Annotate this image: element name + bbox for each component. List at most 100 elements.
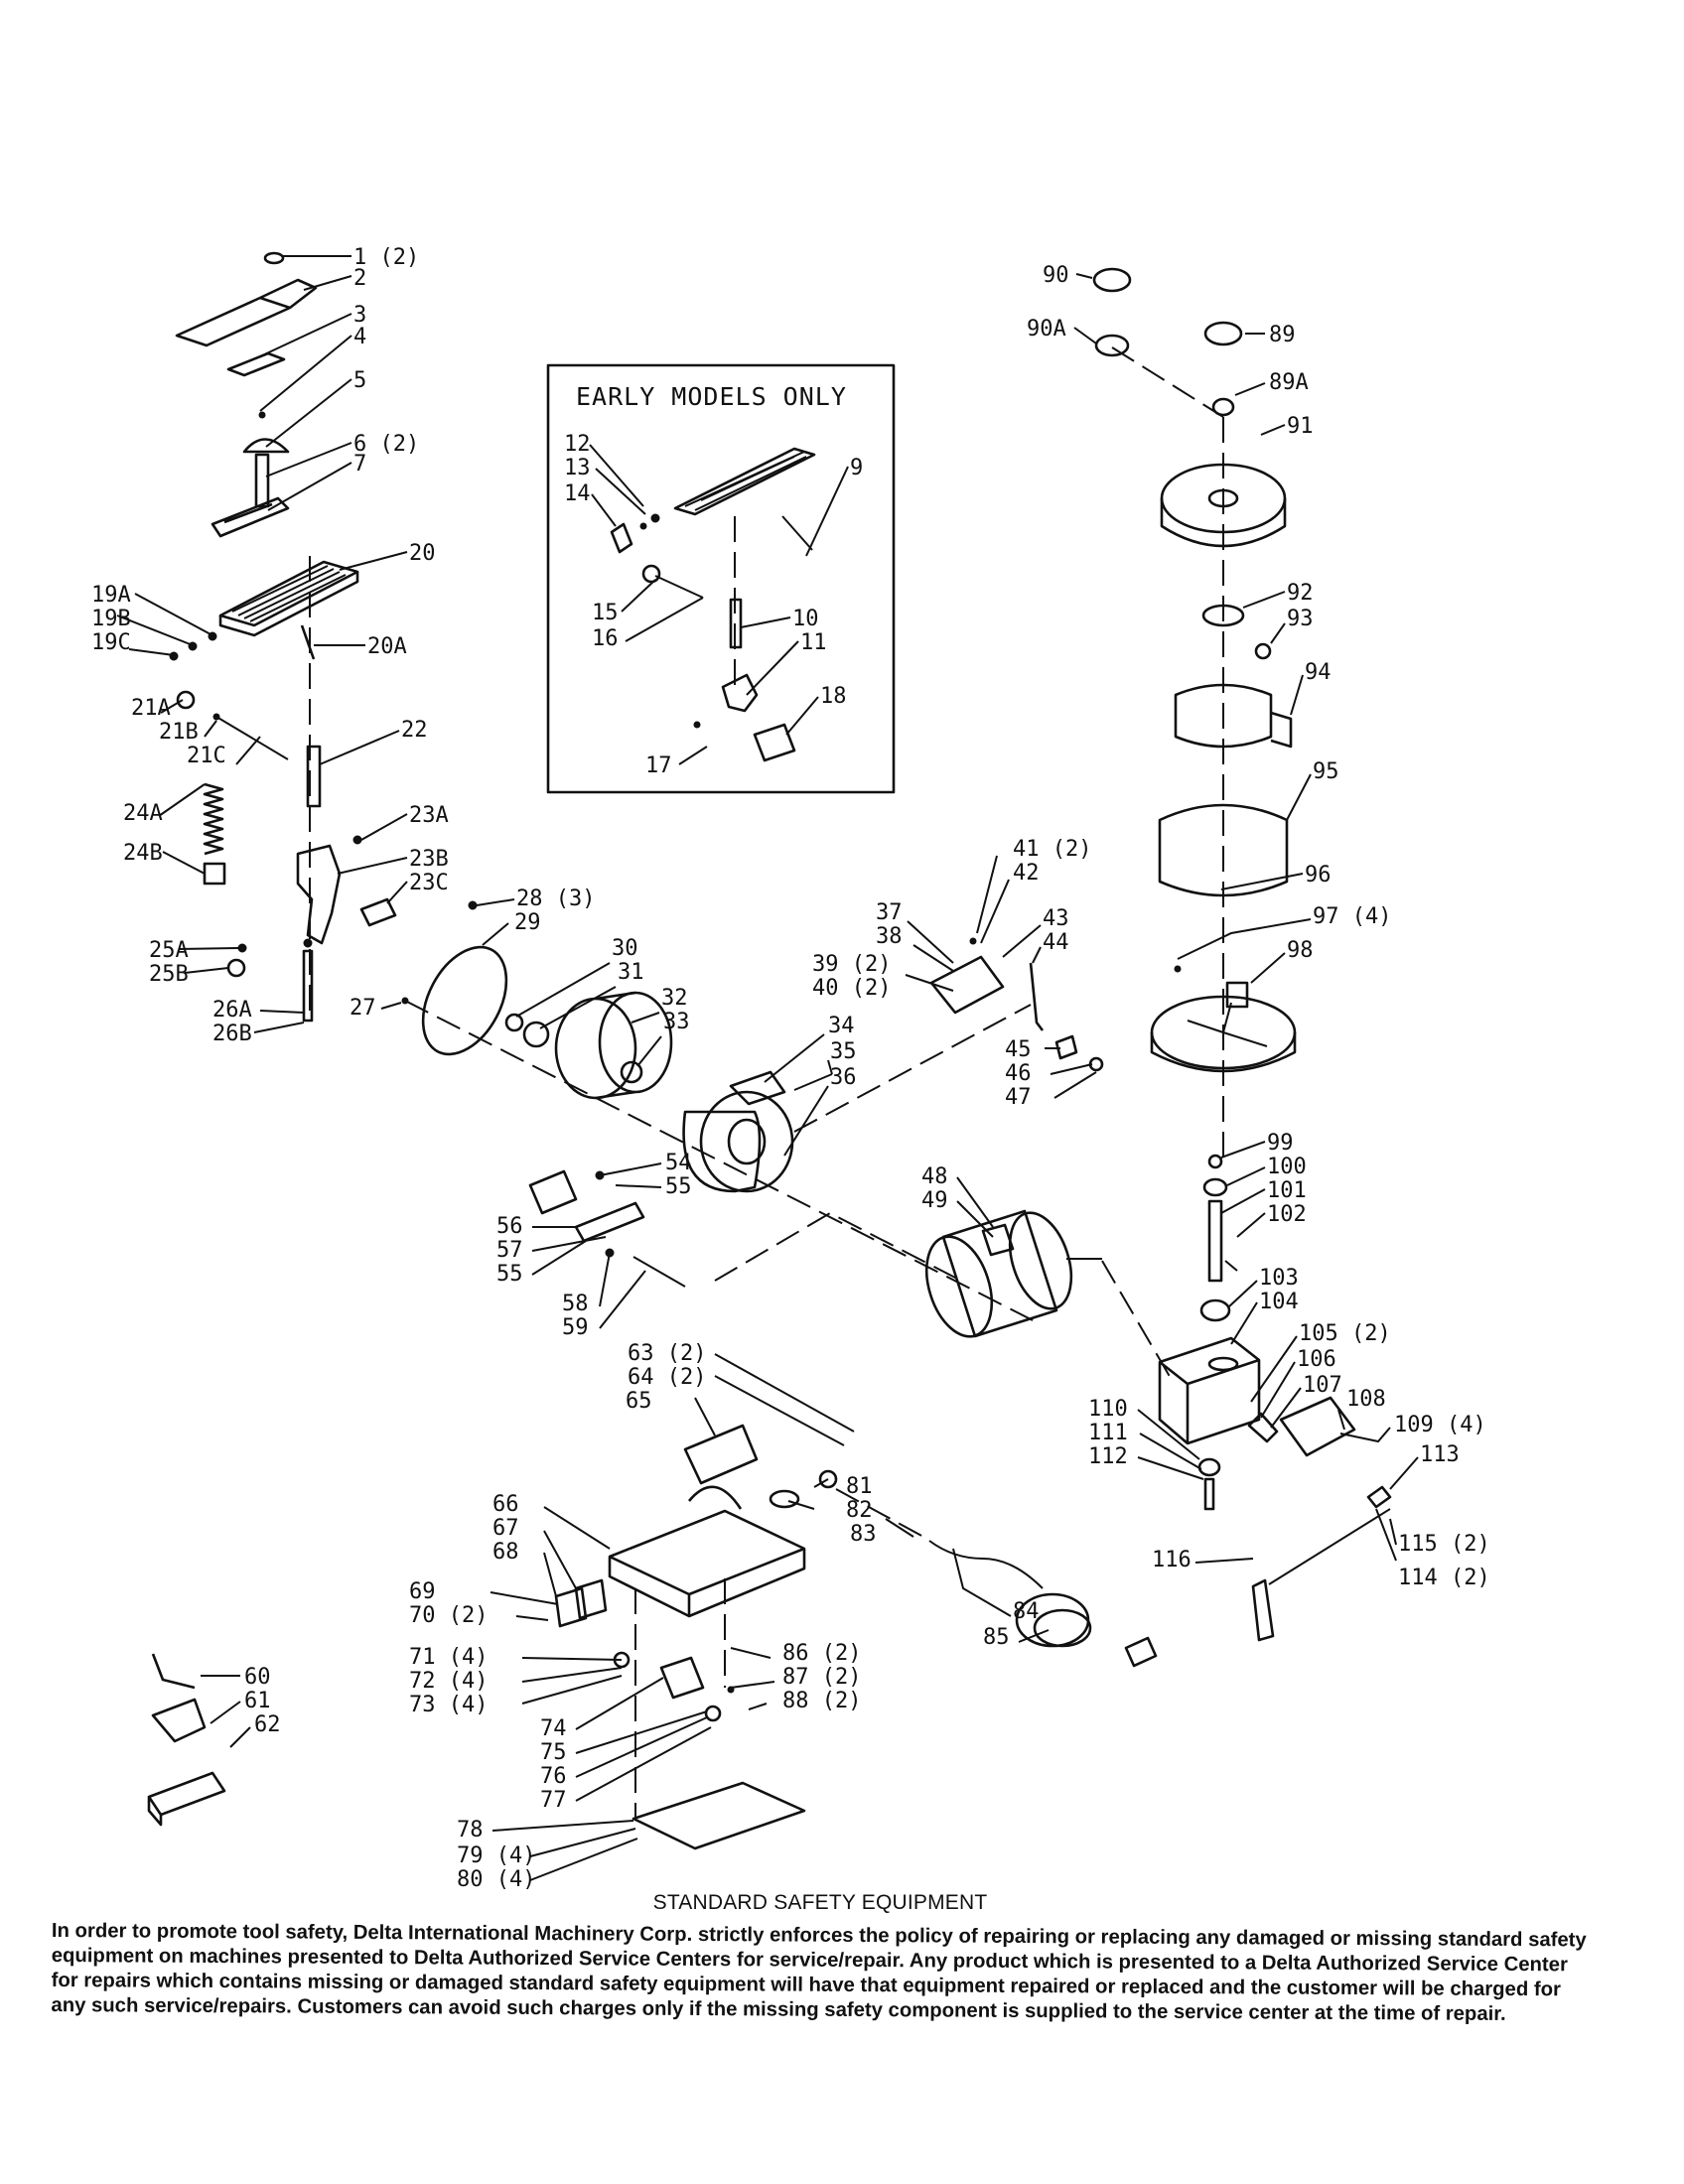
callout-label: 38	[876, 924, 903, 949]
callout-label: 70 (2)	[409, 1603, 488, 1628]
callout-label: 47	[1005, 1085, 1032, 1110]
callout-label: 105 (2)	[1299, 1321, 1391, 1346]
callout-label: 102	[1267, 1202, 1307, 1227]
callout-label: 97 (4)	[1313, 904, 1391, 929]
callout-label: 14	[564, 481, 591, 506]
part-113-bracket	[1366, 1485, 1392, 1509]
callout-label: 94	[1305, 660, 1332, 685]
part-107-worm	[1247, 1412, 1279, 1443]
callout-label: 42	[1013, 861, 1040, 886]
part-35-pin	[793, 1073, 833, 1091]
centerline-base	[634, 1578, 726, 1817]
callout-label: 20	[409, 541, 436, 566]
callout-label: 55	[496, 1262, 523, 1287]
part-26A	[303, 938, 313, 948]
callout-label: 17	[645, 753, 672, 778]
notice-title: STANDARD SAFETY EQUIPMENT	[652, 1891, 988, 1914]
callout-label: 23A	[409, 803, 449, 828]
callout-label: 41 (2)	[1013, 837, 1091, 862]
part-95-guard	[1158, 803, 1289, 897]
callout-label: 26B	[212, 1022, 252, 1046]
callout-label: 64 (2)	[628, 1365, 706, 1390]
callout-label: 46	[1005, 1061, 1032, 1086]
centerline-guard-mount	[714, 1211, 962, 1282]
part-100-bearing	[1202, 1177, 1228, 1197]
centerline-motor	[1101, 1260, 1173, 1381]
callout-label: 71 (4)	[409, 1645, 488, 1670]
part-10-post	[729, 598, 743, 649]
part-108-cover	[1279, 1396, 1356, 1457]
part-25A	[237, 943, 247, 953]
callout-label: 24A	[123, 801, 163, 826]
part-11-clamp	[721, 673, 759, 713]
callout-label: 87 (2)	[782, 1665, 861, 1690]
part-34-guard-top	[729, 1070, 786, 1106]
part-32-wheel-face	[598, 991, 673, 1094]
callout-label: 113	[1420, 1442, 1460, 1467]
callout-label: 106	[1297, 1347, 1336, 1372]
part-57-plate	[574, 1201, 645, 1243]
part-23A-screw	[352, 835, 362, 845]
centerline-cord	[835, 1488, 924, 1538]
part-34-guard-left	[682, 1110, 762, 1193]
part-20-pedal-edge	[218, 572, 359, 637]
callout-label: 88 (2)	[782, 1689, 861, 1713]
part-18-pin	[753, 723, 796, 762]
callout-label: 112	[1088, 1444, 1128, 1469]
callout-label: 25B	[149, 962, 189, 987]
part-90-knob	[1092, 267, 1132, 293]
part-62-block	[147, 1771, 226, 1827]
callout-label: 68	[492, 1540, 519, 1565]
part-38-plate	[929, 955, 1005, 1015]
callout-label: 109 (4)	[1394, 1413, 1486, 1437]
part-111-bushing	[1197, 1457, 1221, 1477]
part-104-housing	[1158, 1336, 1261, 1445]
part-68-gasket	[574, 1578, 608, 1620]
callout-label: 60	[244, 1665, 271, 1690]
part-90A-washer	[1094, 334, 1130, 357]
callout-label: 116	[1152, 1548, 1192, 1572]
part-94-band	[1174, 683, 1273, 749]
part-56-bracket	[528, 1169, 578, 1215]
callout-label: 6 (2)	[353, 432, 419, 457]
part-12	[650, 513, 660, 523]
safety-notice: STANDARD SAFETY EQUIPMENT In order to pr…	[51, 1891, 1589, 2025]
callout-label: 78	[457, 1818, 484, 1843]
callout-label: 19A	[91, 583, 131, 608]
centerline-switch	[793, 1004, 1032, 1133]
part-66-base-edges	[609, 1547, 805, 1616]
part-15-knob	[641, 564, 661, 584]
callout-label: 24B	[123, 841, 163, 866]
callout-label: 86 (2)	[782, 1641, 861, 1666]
callout-label: 35	[830, 1039, 857, 1064]
callout-label: 20A	[367, 634, 407, 659]
part-104-bore	[1207, 1356, 1239, 1372]
part-93-screw	[1254, 642, 1272, 660]
part-94-band-tab	[1270, 711, 1293, 749]
callout-label: 18	[820, 684, 847, 709]
part-89-knob	[1203, 321, 1243, 346]
callout-label: 7	[353, 452, 366, 477]
callout-label: 2	[353, 266, 366, 291]
callout-label: 32	[661, 986, 688, 1011]
callout-label: 13	[564, 456, 591, 480]
callout-label: 23C	[409, 871, 449, 895]
callout-label: 99	[1267, 1131, 1294, 1156]
callout-label: 89A	[1269, 370, 1309, 395]
part-1-screw	[263, 251, 285, 265]
callout-label: 12	[564, 432, 591, 457]
callout-label: 58	[562, 1292, 589, 1316]
part-74-bushing	[659, 1656, 705, 1700]
part-19C	[169, 651, 179, 661]
callout-label: 1 (2)	[353, 245, 419, 270]
callout-label: 93	[1287, 607, 1314, 631]
part-13	[639, 522, 647, 530]
part-23C-bushing	[359, 897, 397, 927]
part-20A-pin	[300, 624, 316, 660]
callout-label: 108	[1346, 1387, 1386, 1412]
part-98-boss	[1225, 981, 1249, 1009]
part-34-guard-hole	[727, 1118, 767, 1165]
part-89A-bushing	[1211, 397, 1235, 417]
part-9-guard-mesh	[673, 447, 816, 516]
callout-label: 82	[846, 1498, 873, 1523]
